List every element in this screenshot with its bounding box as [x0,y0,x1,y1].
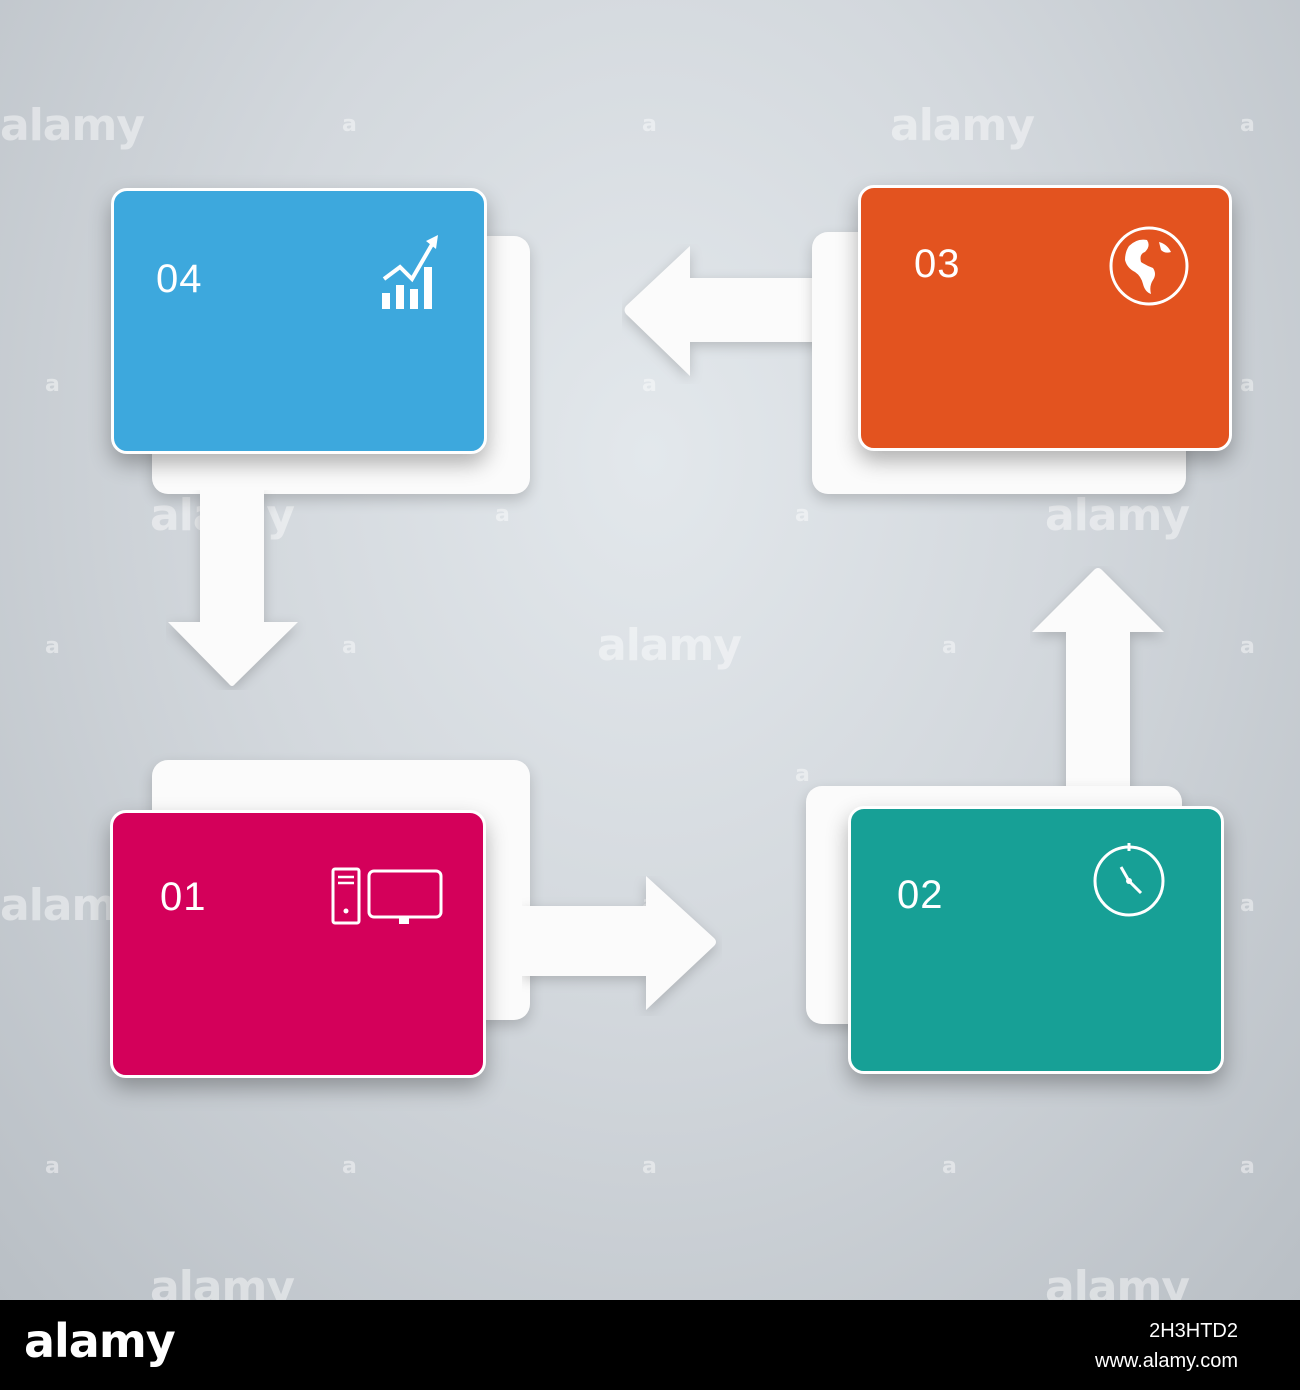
watermark-mark: a [1240,1154,1255,1179]
watermark-mark: a [642,1154,657,1179]
clock-icon [1093,843,1165,917]
step-04-card: 04 [111,188,487,454]
arrow-down-icon [168,490,298,686]
watermark-mark: a [942,1154,957,1179]
globe-icon [1109,226,1189,306]
watermark-mark: a [1240,112,1255,137]
watermark: alamy [0,100,145,151]
footer-image-id: 2H3HTD2 [1149,1320,1238,1342]
growth-chart-icon [382,235,438,309]
step-01-number: 01 [160,875,207,919]
step-04-number: 04 [156,257,203,301]
footer-site: www.alamy.com [1095,1350,1238,1372]
watermark-mark: a [495,502,510,527]
watermark: alamy [1045,1262,1190,1300]
watermark-mark: a [942,634,957,659]
watermark-mark: a [45,634,60,659]
footer-brand: alamy [24,1314,176,1368]
arrow-right-icon [522,876,716,1010]
watermark-mark: a [1240,634,1255,659]
watermark: alamy [150,1262,295,1300]
step-02-number: 02 [897,873,944,917]
watermark-mark: a [642,112,657,137]
diagram-canvas: alamy alamy alamy alamy alamy alamy alam… [0,0,1300,1300]
watermark: alamy [890,100,1035,151]
watermark: alamy [597,620,742,671]
watermark: alamy [1045,490,1190,541]
watermark-mark: a [342,634,357,659]
step-03-card: 03 [858,185,1232,451]
step-02-card: 02 [848,806,1224,1074]
stock-footer: alamy 2H3HTD2 www.alamy.com [0,1300,1300,1390]
watermark-mark: a [45,1154,60,1179]
watermark-mark: a [342,1154,357,1179]
arrow-left-icon [624,246,822,376]
watermark-mark: a [795,762,810,787]
watermark-mark: a [1240,372,1255,397]
desktop-computer-icon [331,867,443,925]
step-01-card: 01 [110,810,486,1078]
step-03-number: 03 [914,242,961,286]
watermark-mark: a [342,112,357,137]
arrow-up-icon [1032,568,1164,816]
watermark-mark: a [45,372,60,397]
watermark-mark: a [1240,892,1255,917]
watermark-mark: a [795,502,810,527]
